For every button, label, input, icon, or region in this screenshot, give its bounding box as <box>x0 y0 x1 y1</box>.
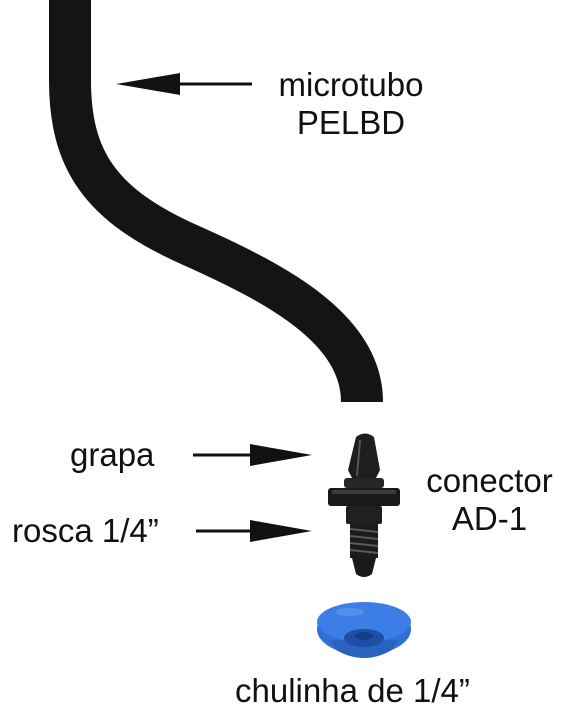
conector-label: conector AD-1 <box>412 462 567 538</box>
microtubo-label-line1: microtubo <box>278 66 424 103</box>
arrow-left-icon <box>116 73 252 95</box>
rosca-label: rosca 1/4” <box>12 512 159 549</box>
grapa-label: grapa <box>70 436 155 473</box>
microtubo-label: microtubo PELBD <box>256 66 446 142</box>
conector-label-line1: conector <box>426 462 553 499</box>
conector-label-line2: AD-1 <box>451 500 528 537</box>
microtube-illustration <box>49 0 383 404</box>
arrow-right-icon <box>193 444 312 466</box>
blue-cap-illustration <box>317 602 411 658</box>
arrow-right-icon <box>196 520 312 542</box>
chulinha-label: chulinha de 1/4” <box>235 672 470 709</box>
connector-ad1-illustration <box>328 433 400 577</box>
microtubo-label-line2: PELBD <box>296 104 406 141</box>
